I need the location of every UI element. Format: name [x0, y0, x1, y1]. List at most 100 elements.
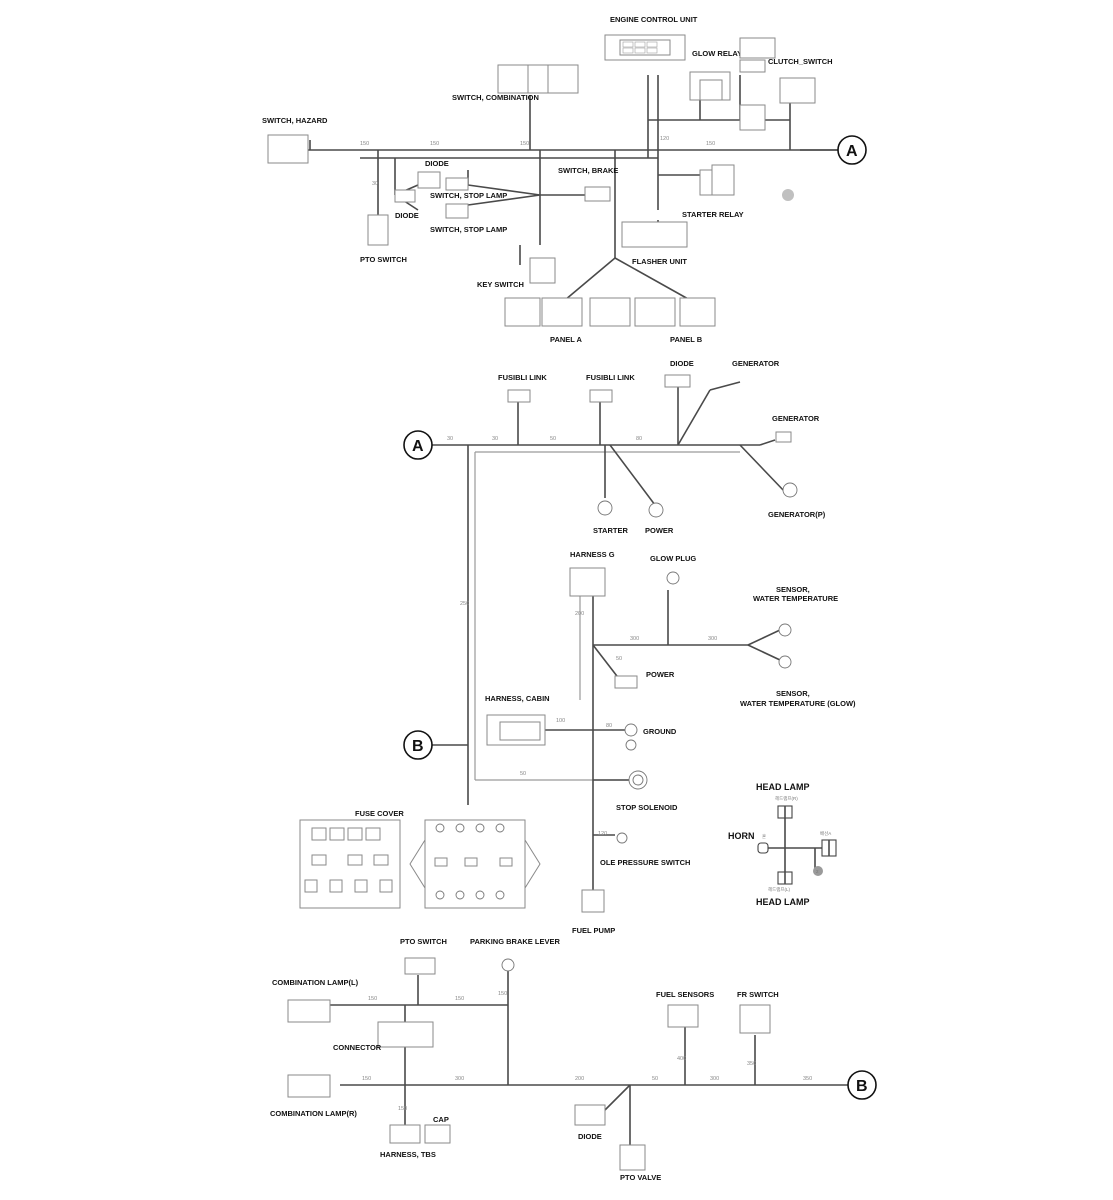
switch-combination: SWITCH, COMBINATION [452, 64, 579, 102]
svg-text:100: 100 [556, 718, 565, 724]
fuel-pump-label: FUEL PUMP [572, 926, 615, 935]
svg-text:50: 50 [616, 656, 622, 662]
fr-switch-label: FR SWITCH [737, 990, 779, 999]
generator-2: GENERATOR [772, 414, 820, 443]
svg-text:150: 150 [430, 141, 439, 147]
diode-4-label: DIODE [578, 1132, 602, 1141]
node-a-top: A [837, 135, 867, 165]
harness-cabin-label: HARNESS, CABIN [485, 694, 550, 703]
svg-text:150: 150 [520, 141, 529, 147]
combination-lamp-l: COMBINATION LAMP(L) [272, 978, 359, 1023]
harness-g: HARNESS G [569, 550, 615, 597]
diode-group-top: DIODE DIODE SWITCH, STOP LAMP SWITCH, ST… [394, 159, 507, 234]
clutch-switch-label: CLUTCH_SWITCH [768, 57, 833, 66]
starter-label: STARTER [593, 526, 628, 535]
starter-relay: STARTER RELAY [682, 164, 744, 219]
svg-text:30: 30 [447, 436, 453, 442]
fuse-cover-label: FUSE COVER [355, 809, 404, 818]
node-a-top-label: A [846, 143, 858, 160]
pto-switch-bottom: PTO SWITCH [400, 937, 447, 975]
sensor-glow-l1: SENSOR, [776, 689, 810, 698]
power-1: POWER [645, 502, 674, 535]
svg-text:300: 300 [710, 1076, 719, 1082]
parking-brake-lever: PARKING BRAKE LEVER [470, 937, 560, 972]
node-a-mid-label: A [412, 438, 424, 455]
starter: STARTER [593, 500, 628, 535]
svg-text:150: 150 [498, 991, 507, 997]
node-b-bottom-label: B [856, 1078, 868, 1095]
svg-text:80: 80 [606, 723, 612, 729]
clutch-switch: CLUTCH_SWITCH [768, 57, 833, 104]
diode-2-label: DIODE [395, 211, 419, 220]
harness-tbs: HARNESS, TBS [380, 1124, 436, 1159]
bottom-harness [330, 965, 848, 1145]
diode-1-label: DIODE [425, 159, 449, 168]
svg-text:120: 120 [598, 831, 607, 837]
pto-switch-top-label: PTO SWITCH [360, 255, 407, 264]
pto-switch-bottom-label: PTO SWITCH [400, 937, 447, 946]
panel-b-label: PANEL B [670, 335, 703, 344]
middle-harness [432, 381, 786, 890]
generator-p: GENERATOR(P) [768, 482, 826, 519]
glow-relay: GLOW RELAY [689, 49, 766, 131]
sensor-water-temp: SENSOR, WATER TEMPERATURE [753, 585, 838, 637]
diode-4: DIODE [574, 1104, 606, 1141]
flasher-unit-label: FLASHER UNIT [632, 257, 687, 266]
badge-2-text: 2 [816, 869, 819, 874]
svg-text:300: 300 [630, 636, 639, 642]
diode-3: DIODE [664, 359, 694, 388]
fuse-cover: FUSE COVER [299, 809, 541, 909]
svg-text:50: 50 [652, 1076, 658, 1082]
generator-1-label: GENERATOR [732, 359, 780, 368]
power-1-label: POWER [645, 526, 674, 535]
power-2-label: POWER [646, 670, 675, 679]
svg-text:30: 30 [372, 181, 378, 187]
svg-text:300: 300 [708, 636, 717, 642]
ecu-label: ENGINE CONTROL UNIT [610, 15, 698, 24]
key-switch-label: KEY SWITCH [477, 280, 524, 289]
horn-side-kr: 배선A [820, 830, 831, 837]
pto-valve-label: PTO VALVE [620, 1173, 661, 1182]
fusible-link-1: FUSIBLI LINK [498, 373, 547, 403]
svg-text:120: 120 [660, 136, 669, 142]
svg-text:150: 150 [362, 1076, 371, 1082]
fusible-link-2: FUSIBLI LINK [586, 373, 635, 403]
svg-text:200: 200 [575, 611, 584, 617]
head-lamp-horn-group: 2 HEAD LAMP 헤드램프(R) HORN 혼 배선A 헤드램프(L) H… [728, 782, 837, 907]
harness-cabin: HARNESS, CABIN [485, 694, 550, 746]
engine-control-unit: ENGINE CONTROL UNIT [604, 15, 698, 61]
switch-stop-lamp-1-label: SWITCH, STOP LAMP [430, 191, 507, 200]
generator-p-label: GENERATOR(P) [768, 510, 826, 519]
svg-text:150: 150 [368, 996, 377, 1002]
oil-pressure-switch: OLE PRESSURE SWITCH [600, 832, 690, 867]
node-b-mid-label: B [412, 738, 424, 755]
ground: GROUND [624, 723, 677, 751]
svg-text:300: 300 [455, 1076, 464, 1082]
fr-switch: FR SWITCH [737, 990, 779, 1034]
pto-switch-top: PTO SWITCH [360, 214, 407, 264]
ground-label: GROUND [643, 727, 677, 736]
key-switch: KEY SWITCH [477, 257, 556, 289]
harness-tbs-label: HARNESS, TBS [380, 1150, 436, 1159]
oil-pressure-switch-label: OLE PRESSURE SWITCH [600, 858, 690, 867]
cap: CAP [424, 1115, 451, 1144]
fuel-sensors: FUEL SENSORS [656, 990, 714, 1028]
fusible-link-1-label: FUSIBLI LINK [498, 373, 547, 382]
head-lamp-bottom-label: HEAD LAMP [756, 897, 810, 907]
panel-b: PANEL B [634, 297, 716, 344]
panel-a-label: PANEL A [550, 335, 583, 344]
switch-stop-lamp-2-label: SWITCH, STOP LAMP [430, 225, 507, 234]
starter-relay-label: STARTER RELAY [682, 210, 744, 219]
head-lamp-l-kr: 헤드램프(L) [768, 886, 791, 893]
svg-text:150: 150 [360, 141, 369, 147]
node-b-bottom: B [847, 1070, 877, 1100]
connector: CONNECTOR [333, 1021, 434, 1052]
svg-text:250: 250 [460, 601, 469, 607]
badge-2-circle [813, 866, 823, 876]
horn-kr: 혼 [762, 833, 766, 839]
svg-text:50: 50 [520, 771, 526, 777]
head-lamp-top-label: HEAD LAMP [756, 782, 810, 792]
generator-1: GENERATOR [732, 359, 780, 368]
node-a-mid: A [403, 430, 433, 460]
